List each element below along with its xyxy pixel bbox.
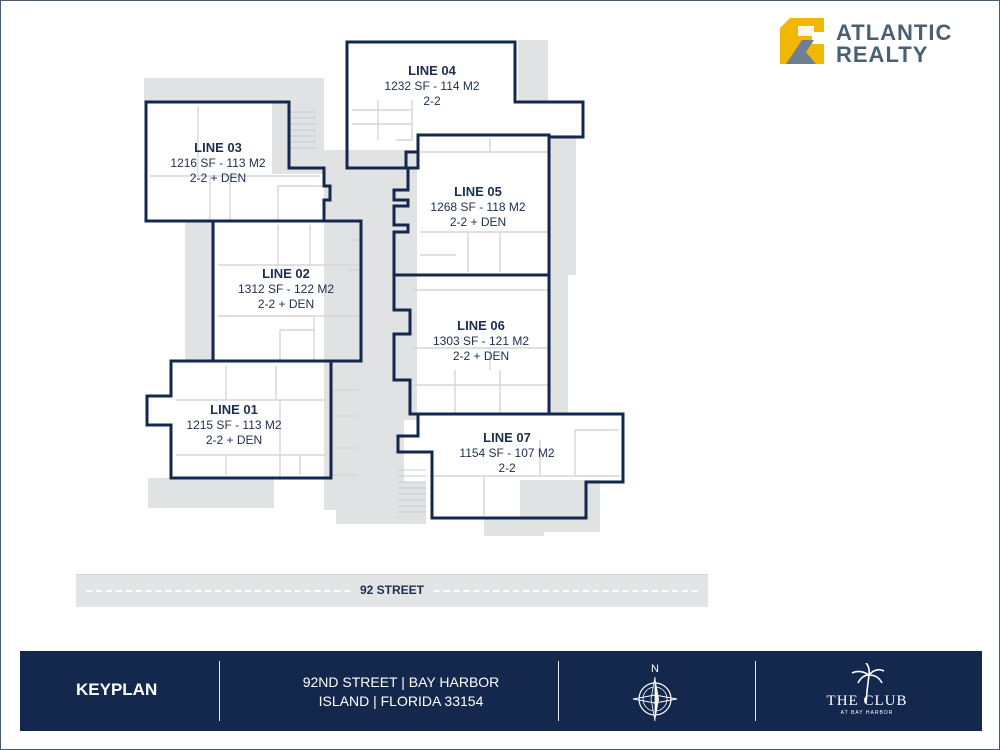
- divider: [558, 661, 559, 721]
- street: 92 STREET: [76, 574, 708, 607]
- address-line2: ISLAND | FLORIDA 33154: [318, 693, 484, 709]
- interior-walls: [150, 100, 620, 516]
- unit-type: 2-2 + DEN: [452, 349, 510, 363]
- common-areas: [144, 40, 600, 536]
- north-compass-icon: N: [632, 663, 678, 722]
- unit-type: 2-2: [498, 461, 516, 475]
- keyplan-title: KEYPLAN: [76, 680, 158, 699]
- unit-area: 1268 SF - 118 M2: [430, 200, 526, 214]
- club-logo-subtext: AT BAY HARBOR: [841, 710, 894, 716]
- unit-label-line-03[interactable]: LINE 03 1216 SF - 113 M2 2-2 + DEN: [133, 140, 303, 186]
- unit-name: LINE 05: [454, 184, 502, 199]
- footer-bar: KEYPLAN 92ND STREET | BAY HARBOR ISLAND …: [20, 651, 982, 731]
- unit-area: 1154 SF - 107 M2: [459, 446, 555, 460]
- unit-type: 2-2: [423, 94, 441, 108]
- unit-outlines: [144, 40, 625, 520]
- unit-label-line-05[interactable]: LINE 05 1268 SF - 118 M2 2-2 + DEN: [393, 184, 563, 230]
- street-label: 92 STREET: [351, 583, 433, 597]
- stairs: [290, 111, 426, 513]
- club-logo-text: THE CLUB: [827, 693, 908, 709]
- unit-label-line-01[interactable]: LINE 01 1215 SF - 113 M2 2-2 + DEN: [149, 402, 319, 448]
- unit-name: LINE 04: [408, 63, 456, 78]
- unit-outline-line-01: [145, 359, 333, 480]
- address: 92ND STREET | BAY HARBOR ISLAND | FLORID…: [245, 673, 557, 711]
- unit-label-line-02[interactable]: LINE 02 1312 SF - 122 M2 2-2 + DEN: [201, 266, 371, 312]
- atlantic-realty-logo: [780, 18, 824, 64]
- unit-label-line-04[interactable]: LINE 04 1232 SF - 114 M2 2-2: [347, 63, 517, 109]
- unit-outline-line-03: [144, 100, 332, 223]
- address-line1: 92ND STREET | BAY HARBOR: [302, 674, 500, 690]
- unit-name: LINE 03: [194, 140, 242, 155]
- brand-name-line1: ATLANTIC: [836, 20, 953, 45]
- unit-area: 1216 SF - 113 M2: [170, 156, 266, 170]
- unit-name: LINE 06: [457, 318, 505, 333]
- divider: [755, 661, 756, 721]
- unit-name: LINE 02: [262, 266, 310, 281]
- unit-type: 2-2 + DEN: [257, 297, 315, 311]
- compass-north-label: N: [651, 663, 659, 675]
- divider: [219, 661, 220, 721]
- unit-label-line-07[interactable]: LINE 07 1154 SF - 107 M2 2-2: [422, 430, 592, 476]
- unit-name: LINE 07: [483, 430, 531, 445]
- unit-type: 2-2 + DEN: [205, 433, 263, 447]
- unit-area: 1312 SF - 122 M2: [237, 282, 335, 296]
- unit-area: 1215 SF - 113 M2: [186, 418, 282, 432]
- brand-name-line2: REALTY: [836, 42, 929, 67]
- unit-area: 1303 SF - 121 M2: [432, 334, 530, 348]
- unit-label-line-06[interactable]: LINE 06 1303 SF - 121 M2 2-2 + DEN: [396, 318, 566, 364]
- unit-type: 2-2 + DEN: [189, 171, 247, 185]
- unit-outline-line-06: [392, 273, 551, 416]
- floor-plan: [144, 40, 625, 536]
- unit-name: LINE 01: [210, 402, 258, 417]
- the-club-logo: THE CLUB AT BAY HARBOR: [827, 663, 908, 716]
- unit-outline-line-07: [396, 412, 625, 520]
- unit-area: 1232 SF - 114 M2: [384, 79, 480, 93]
- unit-type: 2-2 + DEN: [449, 215, 507, 229]
